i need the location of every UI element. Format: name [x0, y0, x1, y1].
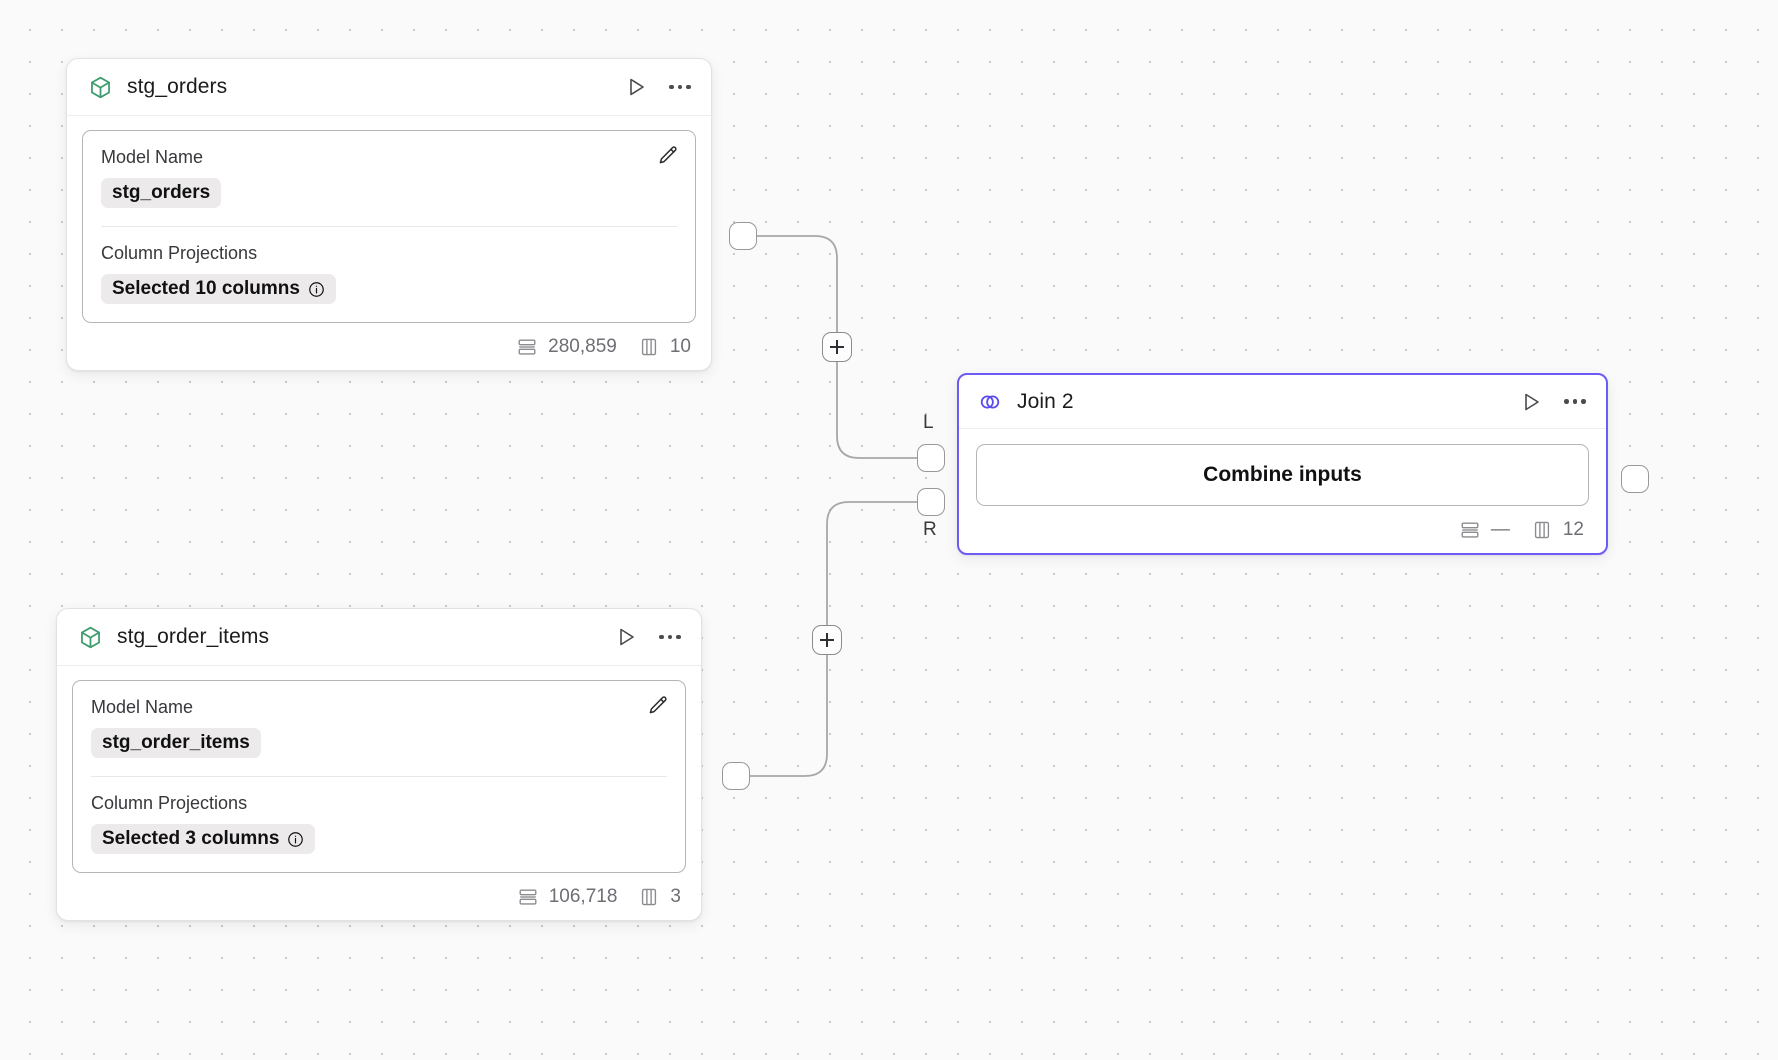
column-projections-chip[interactable]: Selected 10 columns: [101, 274, 336, 304]
node-title: stg_orders: [127, 75, 228, 98]
output-port-stg-orders[interactable]: [729, 222, 757, 250]
node-title: Join 2: [1017, 389, 1074, 413]
info-icon[interactable]: [308, 281, 325, 298]
venn-join-icon: [977, 389, 1003, 415]
info-icon[interactable]: [287, 831, 304, 848]
play-icon[interactable]: [623, 74, 649, 100]
add-node-on-edge-top[interactable]: [822, 332, 852, 362]
node-title: stg_order_items: [117, 625, 270, 648]
node-stg-order-items[interactable]: stg_order_items: [56, 608, 702, 921]
row-count-value: —: [1490, 519, 1510, 540]
node-footer: — 12: [959, 506, 1606, 553]
rows-icon: [518, 339, 536, 355]
row-count-value: 280,859: [548, 336, 617, 357]
model-name-value: stg_orders: [112, 182, 211, 203]
column-projections-value: Selected 10 columns: [112, 278, 300, 299]
field-label-model-name: Model Name: [91, 697, 194, 717]
output-port-join-2[interactable]: [1621, 465, 1649, 493]
combine-inputs-button[interactable]: Combine inputs: [976, 444, 1589, 506]
columns-icon: [641, 338, 656, 356]
node-footer: 106,718 3: [57, 873, 701, 920]
columns-icon: [1534, 521, 1549, 539]
node-body: Model Name stg_orders Column Projections…: [67, 116, 711, 323]
play-icon[interactable]: [613, 624, 639, 650]
more-horizontal-icon[interactable]: [1562, 389, 1588, 415]
input-port-join-right[interactable]: [917, 488, 945, 516]
model-name-value: stg_order_items: [102, 732, 250, 753]
column-count-value: 12: [1562, 519, 1584, 540]
add-node-on-edge-bottom[interactable]: [812, 625, 842, 655]
input-port-label-left: L: [923, 412, 934, 433]
node-footer: 280,859 10: [67, 323, 711, 370]
field-label-column-projections: Column Projections: [101, 243, 258, 263]
output-port-stg-order-items[interactable]: [722, 762, 750, 790]
cube-icon: [87, 74, 113, 100]
node-header: Join 2: [959, 375, 1606, 429]
column-count-stat: 3: [638, 886, 681, 908]
row-count-value: 106,718: [548, 886, 618, 907]
row-count-stat: 106,718: [517, 886, 618, 908]
node-header: stg_orders: [67, 59, 711, 116]
node-stg-orders[interactable]: stg_orders M: [66, 58, 712, 371]
play-icon[interactable]: [1518, 389, 1544, 415]
panel-divider: [91, 776, 667, 777]
node-header: stg_order_items: [57, 609, 701, 666]
column-count-stat: 10: [638, 336, 691, 358]
node-body: Combine inputs: [959, 429, 1606, 506]
model-name-chip[interactable]: stg_orders: [101, 178, 222, 208]
input-port-label-right: R: [923, 519, 937, 540]
column-count-value: 10: [669, 336, 691, 357]
rows-icon: [519, 889, 537, 905]
column-projections-value: Selected 3 columns: [102, 828, 280, 849]
more-horizontal-icon[interactable]: [657, 624, 683, 650]
column-count-value: 3: [670, 886, 681, 907]
column-count-stat: 12: [1531, 519, 1584, 541]
node-join-2[interactable]: Join 2 Combine inputs: [957, 373, 1608, 555]
more-horizontal-icon[interactable]: [667, 74, 693, 100]
field-label-column-projections: Column Projections: [91, 793, 248, 813]
columns-icon: [642, 888, 657, 906]
model-name-chip[interactable]: stg_order_items: [91, 728, 261, 758]
rows-icon: [1461, 522, 1479, 538]
field-label-model-name: Model Name: [101, 147, 204, 167]
node-body: Model Name stg_order_items Column Projec…: [57, 666, 701, 873]
cube-icon: [77, 624, 103, 650]
pencil-icon[interactable]: [656, 144, 680, 168]
combine-inputs-label: Combine inputs: [1203, 463, 1362, 486]
model-config-panel: Model Name stg_orders Column Projections…: [82, 130, 696, 323]
column-projections-chip[interactable]: Selected 3 columns: [91, 824, 316, 854]
panel-divider: [101, 226, 677, 227]
pencil-icon[interactable]: [646, 694, 670, 718]
row-count-stat: —: [1459, 519, 1510, 541]
row-count-stat: 280,859: [516, 336, 617, 358]
input-port-join-left[interactable]: [917, 444, 945, 472]
model-config-panel: Model Name stg_order_items Column Projec…: [72, 680, 686, 873]
